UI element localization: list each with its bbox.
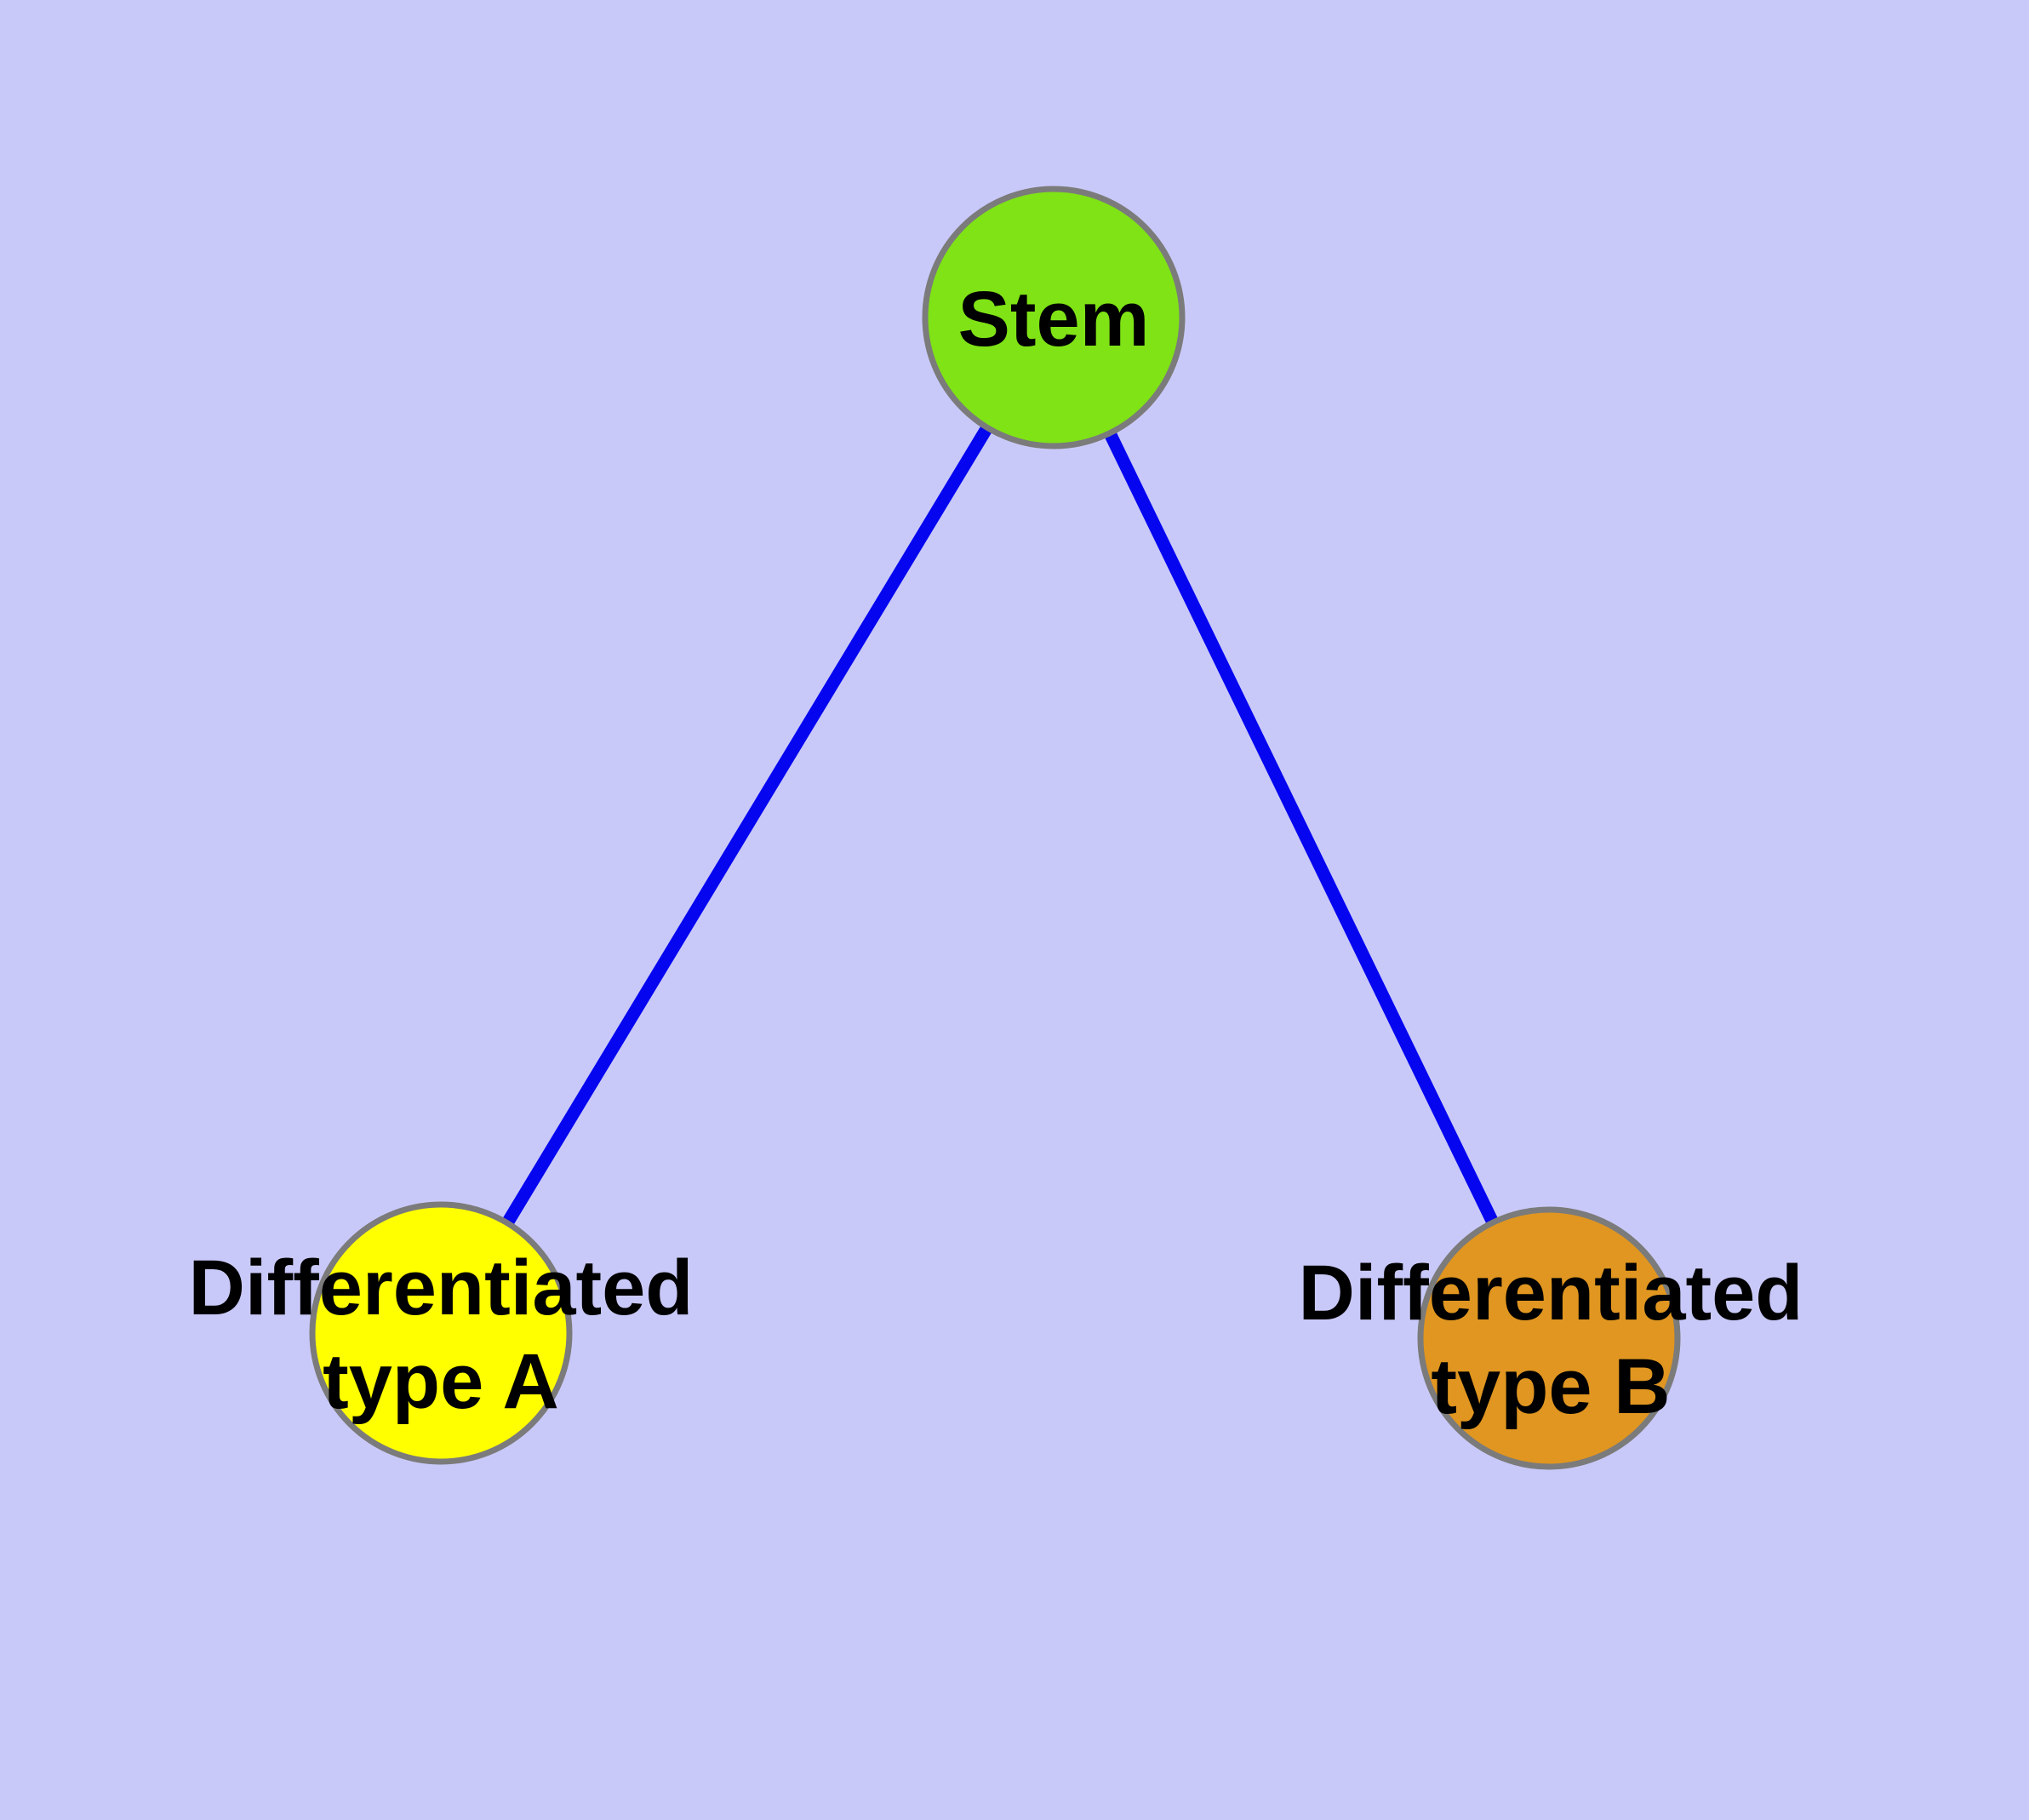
type-a-node [309,1201,573,1465]
edge-stem-to-type-b [1048,314,1555,1342]
edge-stem-to-type-a [435,314,1060,1336]
stem-node [922,186,1186,449]
type-b-node [1417,1206,1681,1470]
